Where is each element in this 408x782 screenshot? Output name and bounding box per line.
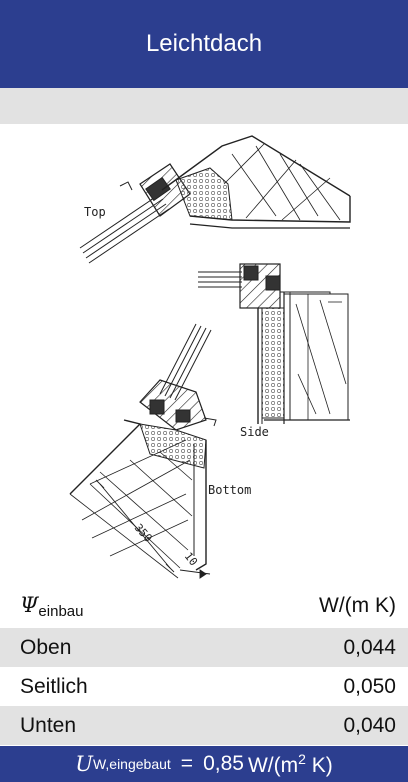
technical-drawing: Top	[0, 124, 408, 584]
psi-symbol: Ψ	[20, 592, 39, 617]
psi-values-table: Oben 0,044 Seitlich 0,050 Unten 0,040	[0, 628, 408, 745]
row-value: 0,040	[343, 713, 396, 737]
bottom-detail	[69, 323, 217, 579]
table-row: Oben 0,044	[0, 628, 408, 667]
psi-subscript: einbau	[38, 602, 84, 620]
u-subscript: W,eingebaut	[92, 756, 171, 772]
row-label: Oben	[20, 635, 72, 659]
header-band	[0, 88, 408, 124]
u-unit-base: W/(m	[247, 753, 299, 777]
label-bottom: Bottom	[208, 483, 251, 497]
u-symbol: U	[75, 752, 93, 776]
u-unit-end: K)	[305, 753, 333, 777]
table-row: Seitlich 0,050	[0, 667, 408, 706]
side-detail	[198, 263, 350, 424]
u-unit: W/(m2 K)	[248, 751, 333, 778]
dimension-10: 10	[182, 550, 200, 568]
row-label: Unten	[20, 713, 77, 737]
psi-label: Ψeinbau	[20, 593, 83, 620]
top-detail	[79, 135, 351, 264]
u-unit-exp: 2	[298, 750, 306, 767]
row-label: Seitlich	[20, 674, 88, 698]
window-section-svg: Top	[69, 135, 351, 579]
u-equals: =	[180, 752, 194, 775]
u-value: 0,85	[203, 752, 244, 775]
row-value: 0,044	[343, 635, 396, 659]
card-title: Leichtdach	[145, 30, 263, 57]
table-row: Unten 0,040	[0, 706, 408, 745]
row-value: 0,050	[343, 674, 396, 698]
psi-header-row: Ψeinbau W/(m K)	[0, 584, 408, 628]
top-glass	[79, 193, 170, 264]
psi-unit: W/(m K)	[319, 594, 396, 617]
label-top: Top	[84, 205, 106, 219]
label-side: Side	[240, 425, 269, 439]
card-header: Leichtdach	[0, 0, 408, 88]
